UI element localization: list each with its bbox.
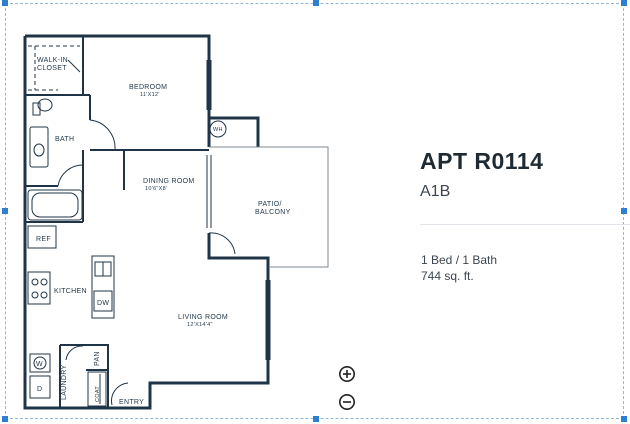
dining-room-dimension: 10'6"X8' [145,186,167,192]
resize-handle-bottom-left[interactable] [2,416,8,422]
bedroom-dimension: 11'X12' [140,92,160,98]
living-room-label: LIVING ROOM [178,314,228,321]
patio-label-2: BALCONY [255,209,291,216]
resize-handle-top-center[interactable] [313,0,319,6]
unit-info: APT R0114 A1B [420,148,543,201]
zoom-in-button[interactable] [338,365,356,383]
walk-in-closet-label: WALK-IN [37,57,68,64]
resize-handle-bottom-center[interactable] [313,416,319,422]
dishwasher-label: DW [97,300,109,307]
living-room-dimension: 12'X14'4" [187,322,213,328]
floor-plan-drawing: WALK-IN CLOSET BEDROOM 11'X12' BATH WH D… [23,34,329,410]
dryer-label: D [37,386,42,393]
washer-label: W [36,361,43,368]
bath-label: BATH [55,136,74,143]
refrigerator-label: REF [36,236,51,243]
dining-room-label: DINING ROOM [143,178,195,185]
divider [420,224,630,225]
water-heater-label: WH [213,127,223,133]
resize-handle-middle-right[interactable] [621,208,627,214]
zoom-out-button[interactable] [338,393,356,411]
plus-circle-icon [339,366,355,382]
resize-handle-bottom-right[interactable] [621,416,627,422]
apartment-title: APT R0114 [420,148,544,174]
pantry-label: PAN [94,351,101,366]
resize-handle-top-left[interactable] [2,0,8,6]
unit-details: 1 Bed / 1 Bath 744 sq. ft. [421,252,497,284]
resize-handle-top-right[interactable] [621,0,627,6]
room-labels: WALK-IN CLOSET BEDROOM 11'X12' BATH WH D… [36,57,291,406]
walk-in-closet-label-2: CLOSET [37,65,67,72]
area-text: 744 sq. ft. [421,269,474,283]
laundry-label: LAUNDRY [61,365,68,400]
resize-handle-middle-left[interactable] [2,208,8,214]
coat-closet-label: COAT [95,386,101,402]
bedroom-label: BEDROOM [129,84,167,91]
kitchen-label: KITCHEN [54,288,87,295]
bed-bath-text: 1 Bed / 1 Bath [421,253,498,267]
patio-label: PATIO/ [258,201,282,208]
entry-label: ENTRY [119,399,144,406]
minus-circle-icon [339,394,355,410]
floorplan-code: A1B [420,183,451,200]
